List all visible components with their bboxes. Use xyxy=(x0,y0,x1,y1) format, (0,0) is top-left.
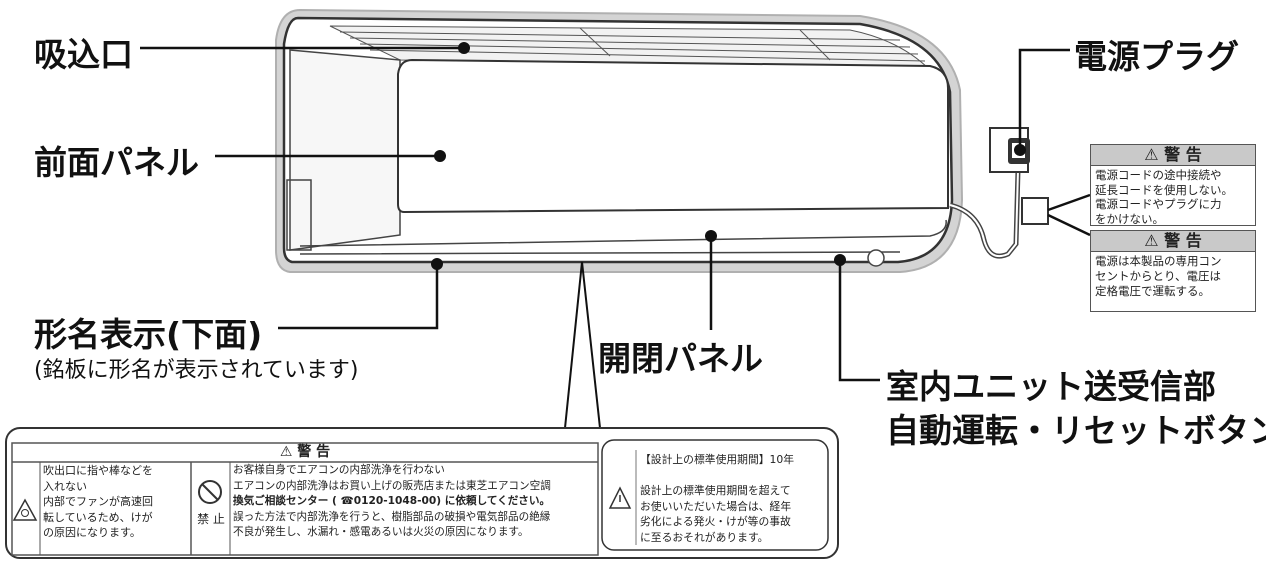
plug-warning-header: ⚠ 警 告 xyxy=(1091,145,1255,166)
receiver-lamp xyxy=(867,249,885,267)
outlet-warning-title: 警 告 xyxy=(1164,231,1202,250)
outlet-warning-line: セントからとり、電圧は xyxy=(1095,269,1222,283)
lifetime-line: 設計上の標準使用期間を超えて xyxy=(640,484,791,497)
plug-warning-box: ⚠ 警 告 電源コードの途中接続や 延長コードを使用しない。 電源コードやプラグ… xyxy=(1090,144,1256,226)
model-display-note: (銘板に形名が表示されています) xyxy=(34,358,359,383)
warning-icon: ⚠ xyxy=(1144,145,1159,164)
plug-warning-line: 電源コードの途中接続や xyxy=(1095,168,1222,182)
side-panel xyxy=(289,49,401,251)
lifetime-line: 劣化による発火・けが等の事故 xyxy=(640,515,791,528)
caution-triangle-icon xyxy=(608,486,632,509)
cleaning-warning-line: 誤った方法で内部洗浄を行うと、樹脂部品の破損や電気部品の絶縁 xyxy=(233,510,551,523)
plug-warning-line: 延長コードを使用しない。 xyxy=(1095,182,1233,197)
front-panel-label: 前面パネル xyxy=(34,143,199,182)
open-panel-shape xyxy=(299,219,947,255)
cleaning-warning-line: お客様自身でエアコンの内部洗浄を行わない xyxy=(233,464,445,476)
warning-icon: ⚠ xyxy=(1144,231,1159,250)
finger-warning-line: 内部でファンが高速回 xyxy=(43,495,153,508)
cleaning-warning-line: 不良が発生し、水漏れ・感電あるいは火災の原因になります。 xyxy=(233,526,529,538)
auto-reset-button-label: 自動運転・リセットボタン xyxy=(886,411,1266,450)
finger-warning-text: 吹出口に指や棒などを 入れない 内部でファンが高速回 転しているため、けが の原… xyxy=(43,463,189,541)
prohibit-label: 禁 止 xyxy=(197,512,225,526)
callout-lines xyxy=(140,46,1091,429)
plug-warning-title: 警 告 xyxy=(1164,145,1202,164)
warning-icon: ⚠ xyxy=(279,444,293,460)
lifetime-text: 設計上の標準使用期間を超えて お使いいただいた場合は、経年 劣化による発火・けが… xyxy=(640,483,826,545)
plug-warning-body: 電源コードの途中接続や 延長コードを使用しない。 電源コードやプラグに力 をかけ… xyxy=(1091,166,1255,228)
plug-warning-line: 電源コードやプラグに力 xyxy=(1095,197,1222,211)
finger-warning-line: の原因になります。 xyxy=(43,526,141,539)
receiver-label: 室内ユニット送受信部 xyxy=(886,367,1216,406)
cleaning-warning-line: エアコンの内部洗浄はお買い上げの販売店または東芝エアコン空調 xyxy=(233,479,551,492)
side-vent xyxy=(286,179,312,251)
cleaning-warning-line: 換気ご相談センター ( ☎0120-1048-00) に依頼してください。 xyxy=(233,495,551,507)
finger-warning-line: 転しているため、けが xyxy=(43,510,153,524)
lifetime-line: に至るおそれがあります。 xyxy=(640,530,769,544)
front-panel-shape xyxy=(397,58,949,214)
cord-junction xyxy=(1021,197,1049,225)
lifetime-frame xyxy=(601,439,829,551)
power-plug-label: 電源プラグ xyxy=(1074,37,1239,76)
outlet-warning-header: ⚠ 警 告 xyxy=(1091,231,1255,252)
outlet-warning-body: 電源は本製品の専用コン セントからとり、電圧は 定格電圧で運転する。 xyxy=(1091,252,1255,301)
finger-warning-line: 吹出口に指や棒などを xyxy=(43,464,153,477)
outlet-warning-line: 定格電圧で運転する。 xyxy=(1095,284,1210,298)
model-display-label: 形名表示(下面) xyxy=(34,315,263,354)
lifetime-title: 【設計上の標準使用期間】10年 xyxy=(640,453,795,466)
finger-warning-line: 入れない xyxy=(43,479,87,493)
prohibit-icon xyxy=(198,480,222,504)
bottom-warning-title: 警 告 xyxy=(297,444,331,460)
outlet-warning-line: 電源は本製品の専用コン xyxy=(1095,254,1222,268)
bottom-inner-frame xyxy=(11,442,599,556)
bottom-warning-frame xyxy=(5,427,839,559)
finger-caution-icon xyxy=(12,498,38,521)
outlet-warning-box: ⚠ 警 告 電源は本製品の専用コン セントからとり、電圧は 定格電圧で運転する。 xyxy=(1090,230,1256,312)
plug-warning-line: をかけない。 xyxy=(1095,211,1164,226)
open-close-panel-label: 開閉パネル xyxy=(598,339,763,378)
bottom-warning-header: ⚠ 警 告 xyxy=(12,443,598,462)
cleaning-warning-text: お客様自身でエアコンの内部洗浄を行わない エアコンの内部洗浄はお買い上げの販売店… xyxy=(233,463,597,541)
intake-label: 吸込口 xyxy=(34,35,133,74)
lifetime-line: お使いいただいた場合は、経年 xyxy=(640,499,792,513)
